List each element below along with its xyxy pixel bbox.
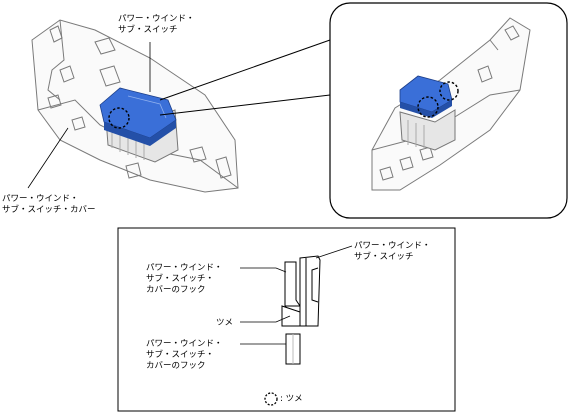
detail-switch-label-line2: サブ・スイッチ (354, 252, 414, 262)
detail-switch-label: パワー・ウインド・ サブ・スイッチ (354, 241, 431, 263)
legend-dashed-circle-icon (264, 392, 278, 406)
detail-switch-label-line1: パワー・ウインド・ (354, 241, 431, 251)
detail-tab-label: ツメ (216, 318, 233, 329)
detail-upper-hook-label-line3: カバーのフック (146, 285, 206, 295)
tab-marker-dashed-circle (108, 107, 130, 129)
detail-leaders (240, 245, 353, 345)
detail-upper-hook-label-line2: サブ・スイッチ・ (146, 274, 215, 284)
power-window-sub-switch (99, 87, 177, 146)
detail-lower-hook-label-line2: サブ・スイッチ・ (146, 350, 215, 360)
detail-lower-hook-label: パワー・ウインド・ サブ・スイッチ・ カバーのフック (146, 339, 223, 372)
detail-tab-label-text: ツメ (216, 318, 234, 328)
switch-cover-label-line1: パワー・ウインド・ (2, 194, 79, 204)
detail-upper-hook-label: パワー・ウインド・ サブ・スイッチ・ カバーのフック (146, 263, 223, 296)
legend-label: : ツメ (280, 394, 303, 405)
detail-lower-hook-label-line3: カバーのフック (146, 361, 206, 371)
top-switch-label-line1: パワー・ウインド・ (118, 14, 195, 24)
inset-tab-marker-2 (417, 96, 439, 118)
switch-cover-label-line2: サブ・スイッチ・カバー (2, 205, 96, 215)
detail-lower-hook-label-line1: パワー・ウインド・ (146, 339, 223, 349)
detail-upper-hook-label-line1: パワー・ウインド・ (146, 263, 223, 273)
top-switch-label: パワー・ウインド・ サブ・スイッチ (118, 14, 195, 36)
switch-cover-label: パワー・ウインド・ サブ・スイッチ・カバー (2, 194, 96, 216)
legend-label-text: : ツメ (280, 394, 303, 404)
hook-cross-section (281, 255, 321, 365)
inset-tab-marker-1 (439, 81, 459, 101)
top-switch-label-line2: サブ・スイッチ (118, 25, 178, 35)
